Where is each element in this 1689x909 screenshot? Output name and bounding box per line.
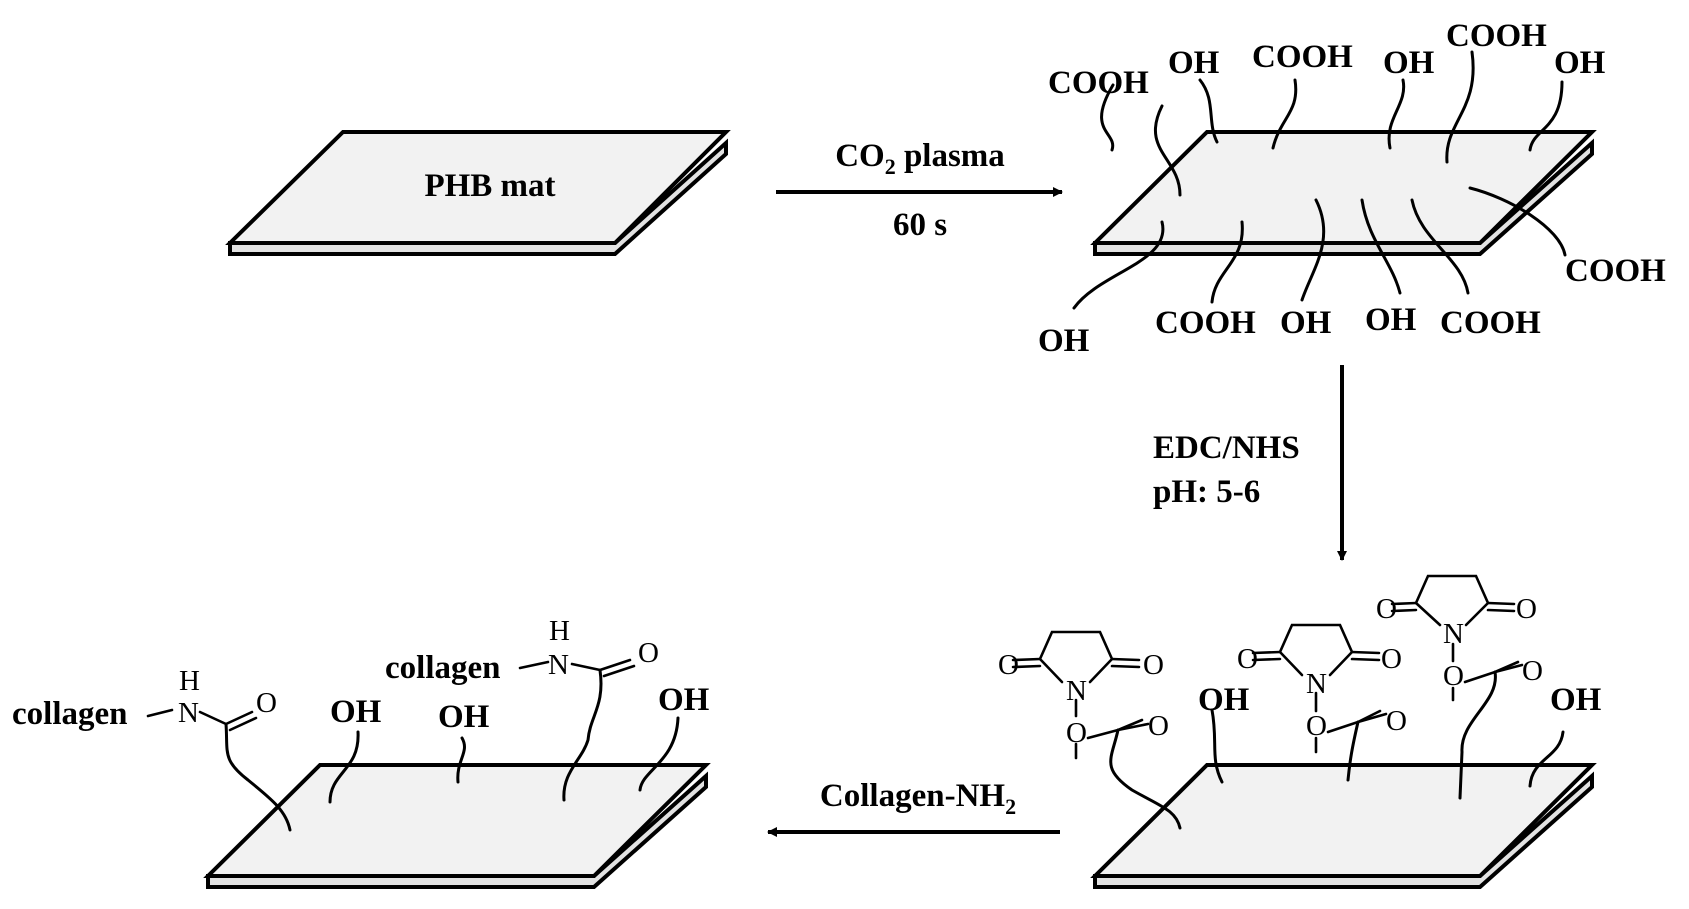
cooh-label: COOH bbox=[1446, 18, 1547, 54]
oh-label: OH bbox=[1198, 682, 1250, 718]
collagen-reagent-label: Collagen-NH2 bbox=[820, 778, 1016, 819]
nitrogen-atom: N bbox=[178, 697, 199, 729]
ph-label: pH: 5-6 bbox=[1153, 474, 1260, 510]
oh-label: OH bbox=[1038, 323, 1090, 359]
cooh-label: COOH bbox=[1565, 253, 1666, 289]
hydrogen-atom: H bbox=[179, 665, 200, 697]
oxygen-atom: O bbox=[1516, 593, 1537, 625]
oxygen-atom: O bbox=[1148, 710, 1169, 742]
nitrogen-atom: N bbox=[1306, 668, 1327, 700]
nhs-ester: O O N O O bbox=[1237, 623, 1407, 782]
oxygen-atom: O bbox=[1306, 710, 1327, 742]
nhs-ester-mat: O O N O O O O N O O bbox=[998, 574, 1602, 889]
oxygen-atom: O bbox=[1522, 655, 1543, 687]
collagen-grafted-mat: collagen N H O OH OH OH collagen N H O bbox=[12, 615, 711, 889]
oh-label: OH bbox=[1168, 45, 1220, 81]
oxygen-atom: O bbox=[998, 649, 1019, 681]
oh-label: OH bbox=[658, 682, 710, 718]
step-edc-nhs: EDC/NHS pH: 5-6 bbox=[1153, 365, 1347, 561]
oxygen-atom: O bbox=[256, 687, 277, 719]
nitrogen-atom: N bbox=[1443, 618, 1464, 650]
oxygen-atom: O bbox=[1143, 649, 1164, 681]
phb-mat: PHB mat bbox=[225, 130, 731, 256]
collagen-label: collagen bbox=[12, 696, 127, 732]
cooh-label: COOH bbox=[1440, 305, 1541, 341]
cooh-label: COOH bbox=[1155, 305, 1256, 341]
oxygen-atom: O bbox=[638, 637, 659, 669]
oh-label: OH bbox=[1365, 302, 1417, 338]
plasma-reagent-label: CO2 plasma bbox=[835, 138, 1005, 179]
nhs-ester: O O N O O bbox=[998, 630, 1182, 830]
phb-mat-label: PHB mat bbox=[424, 168, 555, 204]
oxygen-atom: O bbox=[1237, 643, 1258, 675]
nhs-ester: O O N O O bbox=[1376, 574, 1543, 800]
nitrogen-atom: N bbox=[1066, 675, 1087, 707]
nitrogen-atom: N bbox=[548, 649, 569, 681]
cooh-label: COOH bbox=[1252, 39, 1353, 75]
oxygen-atom: O bbox=[1443, 660, 1464, 692]
plasma-time-label: 60 s bbox=[893, 207, 947, 243]
oh-label: OH bbox=[438, 699, 490, 735]
step-plasma: CO2 plasma 60 s bbox=[776, 138, 1063, 243]
oh-label: OH bbox=[1550, 682, 1602, 718]
oh-label: OH bbox=[1280, 305, 1332, 341]
oxygen-atom: O bbox=[1381, 643, 1402, 675]
oxygen-atom: O bbox=[1066, 717, 1087, 749]
cooh-label: COOH bbox=[1048, 65, 1149, 101]
collagen-label: collagen bbox=[385, 650, 500, 686]
oxygen-atom: O bbox=[1376, 593, 1397, 625]
hydrogen-atom: H bbox=[549, 615, 570, 647]
oh-label: OH bbox=[1554, 45, 1606, 81]
activated-mat: COOH OH COOH OH COOH OH COOH OH COOH OH … bbox=[1038, 18, 1666, 359]
oxygen-atom: O bbox=[1386, 705, 1407, 737]
oh-label: OH bbox=[330, 694, 382, 730]
oh-label: OH bbox=[1383, 45, 1435, 81]
edc-nhs-label: EDC/NHS bbox=[1153, 430, 1300, 466]
step-collagen: Collagen-NH2 bbox=[767, 778, 1060, 837]
